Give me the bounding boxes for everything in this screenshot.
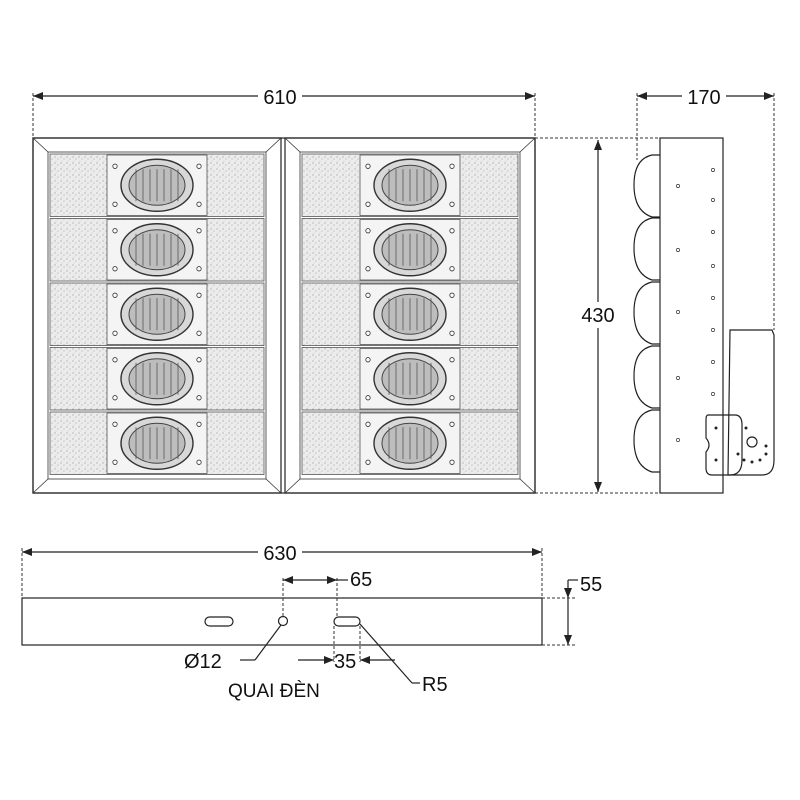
- screw-dot: [711, 168, 715, 172]
- dim-65-label: 65: [350, 569, 372, 591]
- dim-hole-diameter: Ø12 QUAI ĐÈN: [184, 624, 320, 702]
- side-view: 170: [633, 84, 775, 494]
- lens-dome: [633, 217, 660, 281]
- led-module: [49, 282, 265, 346]
- led-module: [49, 153, 265, 217]
- dim-offset: 65: [282, 569, 372, 616]
- mounting-hole: [277, 615, 289, 627]
- led-module: [301, 347, 519, 411]
- bottom-body: [21, 597, 543, 646]
- led-module: [301, 153, 519, 217]
- dim-55-label: 55: [580, 574, 602, 596]
- dim-thickness: 55: [542, 574, 602, 646]
- dim-170-label: 170: [687, 87, 720, 109]
- dim-side-depth: 170: [636, 84, 775, 330]
- lens-dome: [633, 409, 660, 473]
- led-module: [49, 347, 265, 411]
- screw-dot: [711, 198, 715, 202]
- lens-domes: [633, 154, 660, 473]
- handle-label: QUAI ĐÈN: [228, 681, 320, 702]
- lens-dome: [633, 345, 660, 409]
- led-module: [301, 218, 519, 282]
- screw-dot: [711, 296, 715, 300]
- adjust-slot: [333, 616, 361, 627]
- dim-slot-length: 35: [298, 626, 395, 673]
- right-panel: [284, 137, 536, 494]
- dim-slot-radius: R5: [359, 623, 448, 696]
- dim-r5-label: R5: [422, 674, 448, 696]
- screw-dot: [676, 376, 680, 380]
- screw-dot: [711, 264, 715, 268]
- screw-dot: [676, 438, 680, 442]
- handle-slot: [204, 616, 234, 627]
- dim-height: 430: [577, 140, 619, 492]
- side-housing: [659, 137, 724, 494]
- lens-dome: [633, 281, 660, 345]
- led-module: [301, 282, 519, 346]
- dim-front-width: 610: [32, 84, 536, 140]
- screw-dot: [676, 184, 680, 188]
- left-panel: [32, 137, 282, 494]
- led-module: [301, 411, 519, 475]
- dim-430-label: 430: [581, 305, 614, 327]
- lens-dome: [633, 154, 660, 218]
- bottom-view: 630 65 55: [21, 540, 602, 702]
- dim-630-label: 630: [263, 543, 296, 565]
- screw-dot: [711, 230, 715, 234]
- screw-dots: [676, 168, 715, 442]
- led-module: [49, 411, 265, 475]
- screw-dot: [676, 248, 680, 252]
- mounting-bracket: [705, 329, 775, 476]
- led-module: [49, 218, 265, 282]
- screw-dot: [711, 392, 715, 396]
- led-modules-left: [49, 153, 265, 475]
- dim-hole-label: Ø12: [184, 651, 222, 673]
- led-modules-right: [301, 153, 519, 475]
- screw-dot: [676, 310, 680, 314]
- front-view: 610: [32, 84, 660, 494]
- dim-610-label: 610: [263, 87, 296, 109]
- screw-dot: [711, 328, 715, 332]
- dim-bottom-width: 630: [21, 540, 543, 598]
- dim-35-label: 35: [334, 651, 356, 673]
- screw-dot: [711, 360, 715, 364]
